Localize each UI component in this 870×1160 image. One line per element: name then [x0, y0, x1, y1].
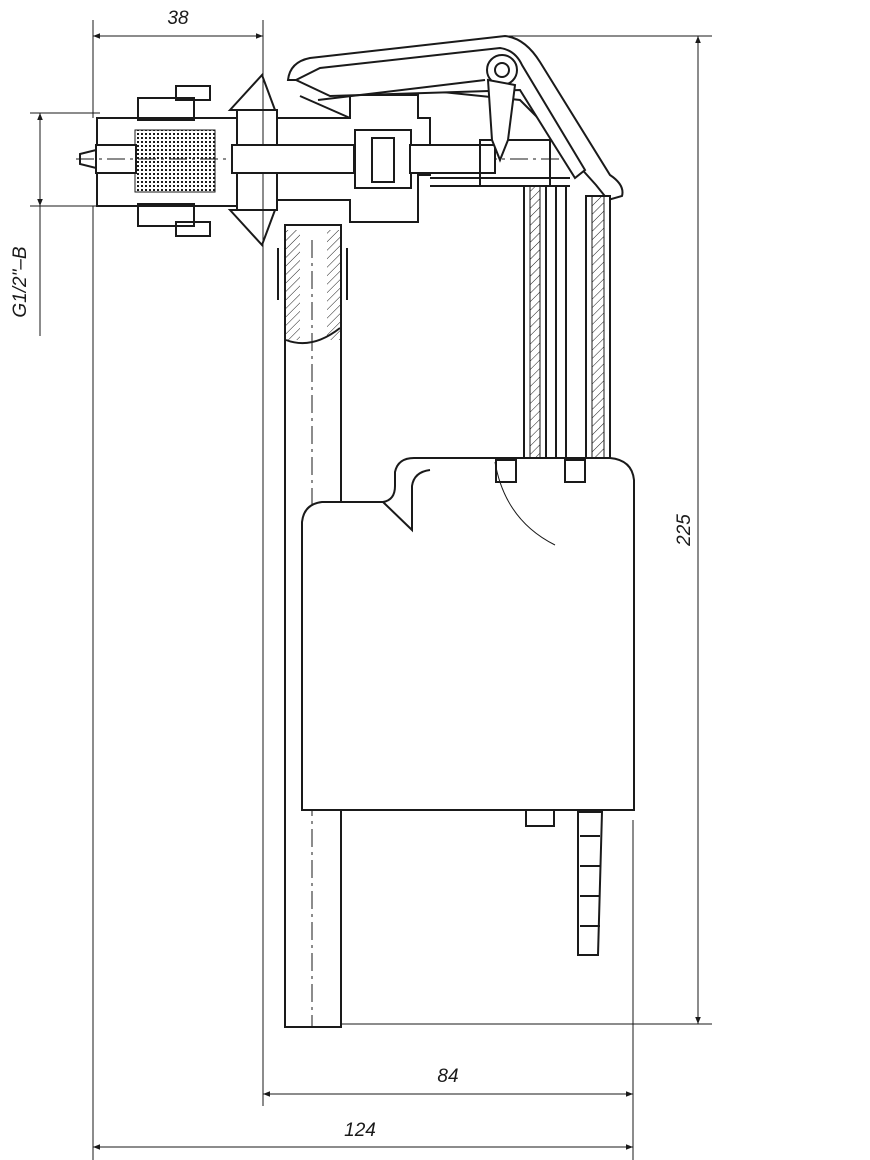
inlet-connector [76, 73, 570, 247]
dimension-label-thread: G1/2"–B [10, 246, 31, 318]
dimension-label-124: 124 [344, 1120, 376, 1141]
dimension-height: 225 [340, 35, 712, 1025]
dimension-label-84: 84 [437, 1066, 458, 1087]
dimension-thread: G1/2"–B [10, 112, 100, 336]
dimension-inner-width: 84 [262, 118, 634, 1160]
dimension-top-width: 38 [92, 8, 264, 118]
dimension-label-38: 38 [167, 8, 189, 29]
valve-body [231, 94, 570, 223]
height-adjuster [525, 809, 604, 956]
lever-cover [286, 34, 624, 202]
float-housing [301, 457, 635, 811]
dimension-label-225: 225 [674, 514, 695, 547]
dimension-total-width: 124 [92, 206, 633, 1160]
